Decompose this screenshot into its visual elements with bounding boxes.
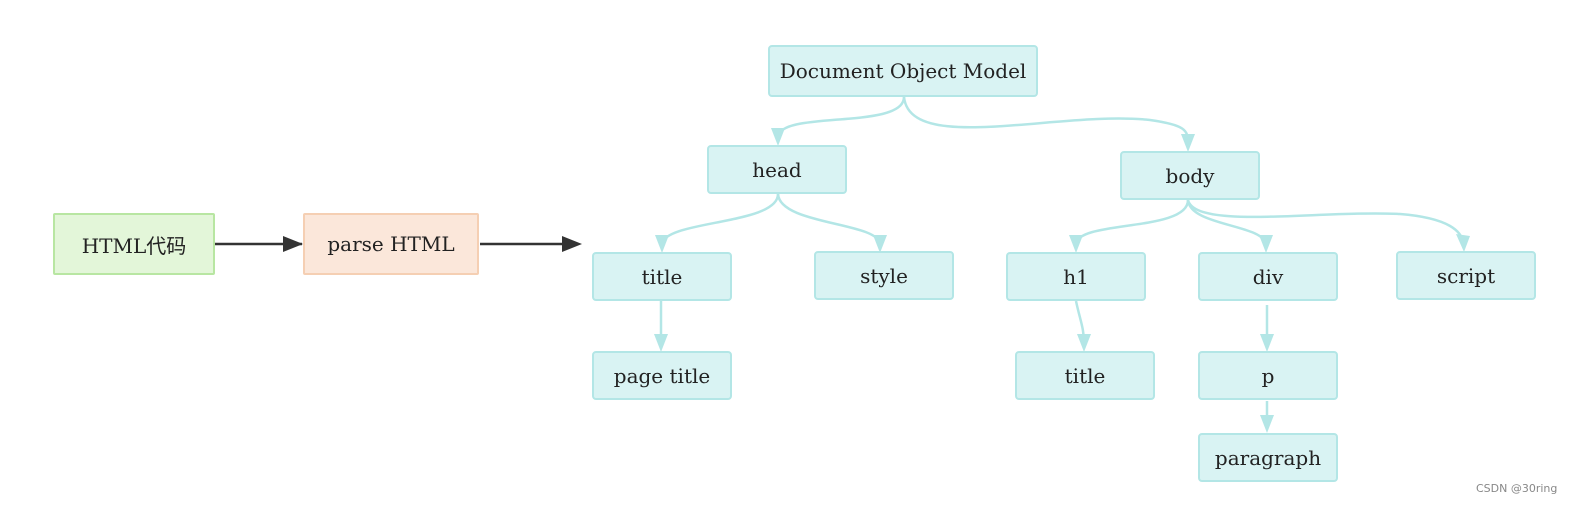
node-head-title: title [592, 252, 732, 301]
node-document-object-model: Document Object Model [768, 45, 1038, 97]
arrow-head-p [1260, 334, 1274, 352]
node-page-title: page title [592, 351, 732, 400]
edge-body-div [1186, 199, 1268, 245]
edge-body-script [1186, 199, 1465, 244]
edge-root-head [776, 96, 906, 138]
edge-head-style [776, 193, 882, 245]
node-body: body [1120, 151, 1260, 200]
node-html-source: HTML代码 [53, 213, 215, 275]
node-style: style [814, 251, 954, 300]
node-parse-html: parse HTML [303, 213, 479, 275]
edge-head-title [660, 193, 780, 245]
arrow-head-paragraph [1260, 415, 1274, 433]
edge-root-body [902, 96, 1190, 144]
arrow-head-title [655, 235, 669, 253]
arrow-head-body [1181, 134, 1195, 152]
arrow-head-h1 [1069, 235, 1083, 253]
arrow-head-style [873, 235, 887, 253]
node-h1-title: title [1015, 351, 1155, 400]
arrow-head-source-to-parse [283, 236, 303, 252]
edge-body-h1 [1074, 199, 1190, 245]
arrow-head-h1title [1077, 334, 1091, 352]
node-head: head [707, 145, 847, 194]
node-h1: h1 [1006, 252, 1146, 301]
node-p: p [1198, 351, 1338, 400]
arrow-head-pagetitle [654, 334, 668, 352]
node-script: script [1396, 251, 1536, 300]
arrow-head-script [1456, 234, 1470, 252]
node-div: div [1198, 252, 1338, 301]
arrow-head-head [771, 128, 785, 146]
watermark: CSDN @30ring [1476, 482, 1558, 495]
arrow-head-parse-to-dom [562, 236, 582, 252]
node-paragraph: paragraph [1198, 433, 1338, 482]
arrow-head-div [1259, 235, 1273, 253]
